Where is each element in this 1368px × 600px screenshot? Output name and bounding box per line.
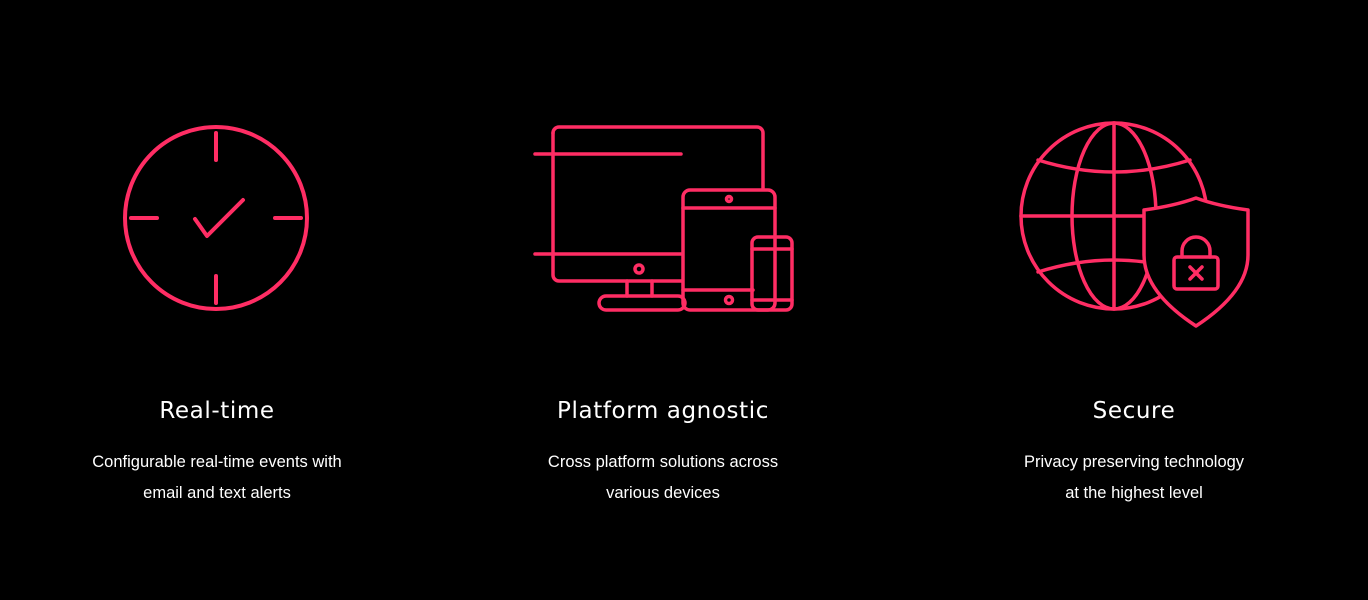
feature-description-line: email and text alerts xyxy=(143,484,291,502)
feature-description: Cross platform solutions across various … xyxy=(453,447,873,509)
feature-description-line: at the highest level xyxy=(1065,484,1203,502)
feature-description-line: Cross platform solutions across xyxy=(547,453,779,471)
feature-description: Configurable real-time events with email… xyxy=(7,447,427,509)
feature-title: Secure xyxy=(1092,398,1176,424)
feature-description-line: Configurable real-time events with xyxy=(92,453,342,471)
feature-title: Real-time xyxy=(159,398,275,424)
feature-description: Privacy preserving technology at the hig… xyxy=(924,447,1344,509)
feature-title: Platform agnostic xyxy=(557,398,769,424)
feature-platform-agnostic: Platform agnostic Cross platform solutio… xyxy=(453,0,873,600)
feature-realtime: Real-time Configurable real-time events … xyxy=(7,0,427,600)
clock-check-icon xyxy=(7,0,427,340)
feature-description-line: Privacy preserving technology xyxy=(1023,453,1245,471)
feature-secure: Secure Privacy preserving technology at … xyxy=(924,0,1344,600)
devices-icon xyxy=(453,0,873,340)
globe-shield-lock-icon xyxy=(924,0,1344,340)
feature-description-line: various devices xyxy=(606,484,720,502)
